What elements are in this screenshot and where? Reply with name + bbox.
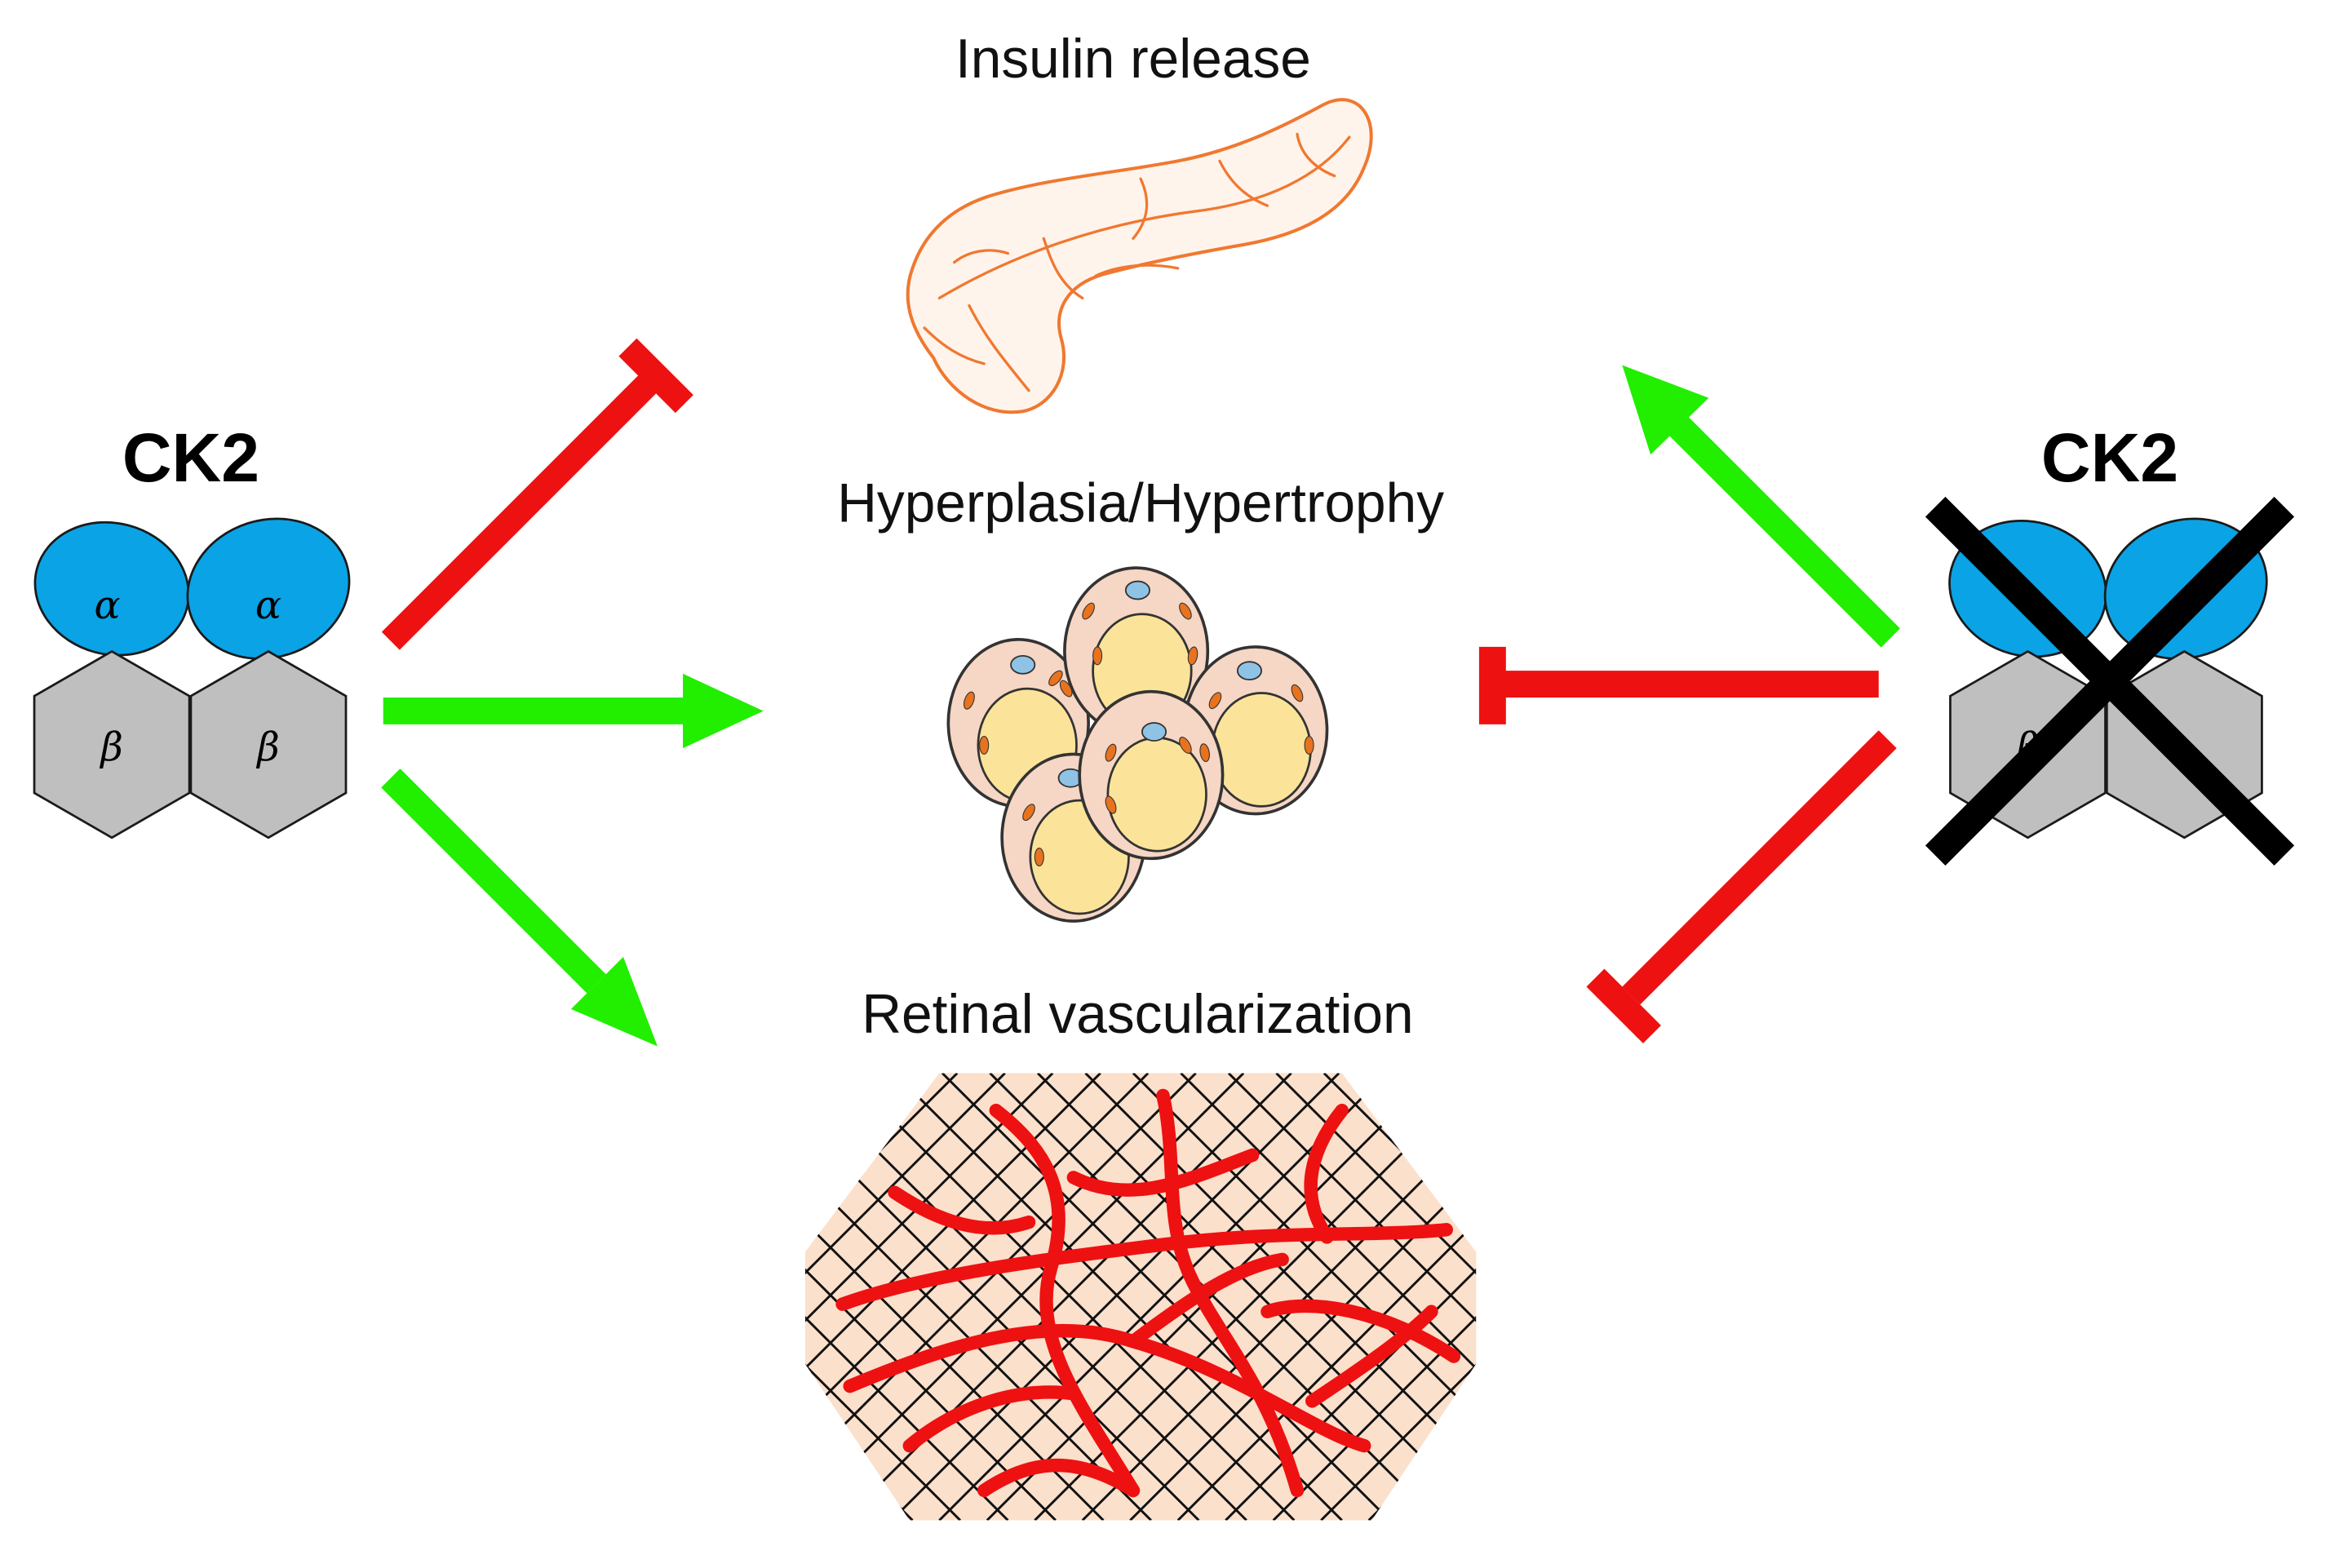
ck2-left-complex: CK2 α α β β [33,419,351,839]
fat-cell [1078,689,1225,861]
fat-cell [1063,566,1210,737]
beta-label: β [99,725,122,770]
retina-grid-icon [804,1073,1477,1521]
alpha-label: α [95,583,121,628]
left-inhibits-insulin [381,338,693,650]
ck2-left-title: CK2 [122,419,259,496]
retinal-vessels [835,1088,1461,1498]
cell-granules [963,602,1314,867]
alpha-subunit-left-2: α [186,517,351,660]
alpha-label: α [255,583,281,628]
right-inhibits-hyperplasia [1478,646,1879,724]
left-activates-hyperplasia [383,673,764,749]
cross-icon [1925,496,2295,866]
beta-label: β [255,725,279,770]
ck2-right-complex: CK2 β [1925,419,2295,866]
label-insulin-release: Insulin release [955,29,1311,90]
pancreas-icon [906,98,1373,414]
ck2-right-title: CK2 [2041,419,2178,496]
right-activates-insulin [1622,365,1900,648]
label-hyperplasia-hypertrophy: Hyperplasia/Hypertrophy [837,472,1444,534]
fat-cell-cluster-icon [946,566,1329,923]
right-inhibits-retinal [1586,730,1897,1043]
beta-subunit-left-2: β [189,649,348,839]
label-retinal-vascularization: Retinal vascularization [862,984,1413,1045]
beta-subunit-left-1: β [33,649,191,839]
left-activates-retinal [381,768,658,1047]
alpha-subunit-left-1: α [33,520,190,657]
